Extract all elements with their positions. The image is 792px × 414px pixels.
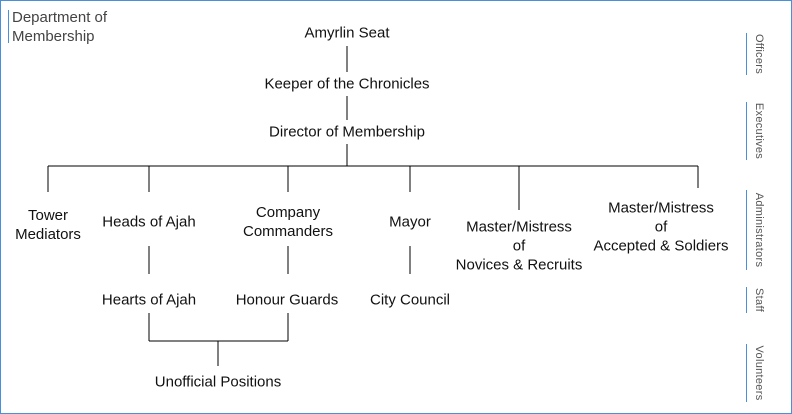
node-label-line: of bbox=[512, 237, 526, 255]
node-label-line: Tower bbox=[27, 207, 69, 224]
title-accent-bar bbox=[8, 10, 9, 43]
node-label-line: City Council bbox=[369, 291, 451, 309]
page-title-line2: Membership bbox=[12, 28, 95, 45]
tier-label-volunteers: Volunteers bbox=[753, 345, 765, 401]
node-hearts-of-ajah: Hearts of Ajah bbox=[102, 291, 196, 310]
tier-label-staff: Staff bbox=[753, 288, 765, 312]
tier-label-executives: Executives bbox=[753, 102, 765, 160]
tier-label-officers: Officers bbox=[753, 33, 765, 75]
node-label-line: Master/Mistress bbox=[466, 218, 572, 236]
tier-bar-administrators bbox=[746, 190, 747, 270]
page-title-line1: Department of bbox=[12, 9, 108, 26]
node-keeper: Keeper of the Chronicles bbox=[264, 75, 429, 94]
tier-bar-officers bbox=[746, 33, 747, 75]
node-label-line: Commanders bbox=[242, 223, 334, 240]
node-label-line: of bbox=[654, 218, 668, 236]
node-unofficial: Unofficial Positions bbox=[155, 373, 281, 392]
tier-bar-staff bbox=[746, 287, 747, 313]
node-director: Director of Membership bbox=[269, 123, 425, 142]
node-label-line: Mayor bbox=[389, 213, 431, 231]
tier-label-administrators: Administrators bbox=[753, 192, 765, 268]
node-label-line: Mediators bbox=[15, 226, 81, 243]
node-label-line: Heads of Ajah bbox=[102, 213, 196, 231]
node-label-line: Honour Guards bbox=[235, 291, 339, 309]
node-label-line: Director of Membership bbox=[269, 123, 425, 141]
node-label-line: Keeper of the Chronicles bbox=[264, 75, 430, 93]
page-title: Department of Membership bbox=[12, 8, 152, 46]
tier-bar-executives bbox=[746, 102, 747, 160]
node-label-line: Unofficial Positions bbox=[154, 373, 282, 391]
node-label-line: Hearts of Ajah bbox=[101, 291, 197, 309]
node-honour-guards: Honour Guards bbox=[236, 291, 339, 310]
node-label-line: Master/Mistress bbox=[608, 199, 714, 217]
node-label-line: Novices & Recruits bbox=[455, 256, 583, 274]
node-heads-of-ajah: Heads of Ajah bbox=[102, 213, 195, 232]
node-label-line: Amyrlin Seat bbox=[304, 24, 390, 42]
node-amyrlin: Amyrlin Seat bbox=[304, 24, 389, 43]
node-mayor: Mayor bbox=[389, 213, 431, 232]
tier-bar-volunteers bbox=[746, 344, 747, 402]
node-city-council: City Council bbox=[370, 291, 450, 310]
node-label-line: Accepted & Soldiers bbox=[593, 237, 729, 255]
node-label-line: Company bbox=[255, 204, 321, 221]
